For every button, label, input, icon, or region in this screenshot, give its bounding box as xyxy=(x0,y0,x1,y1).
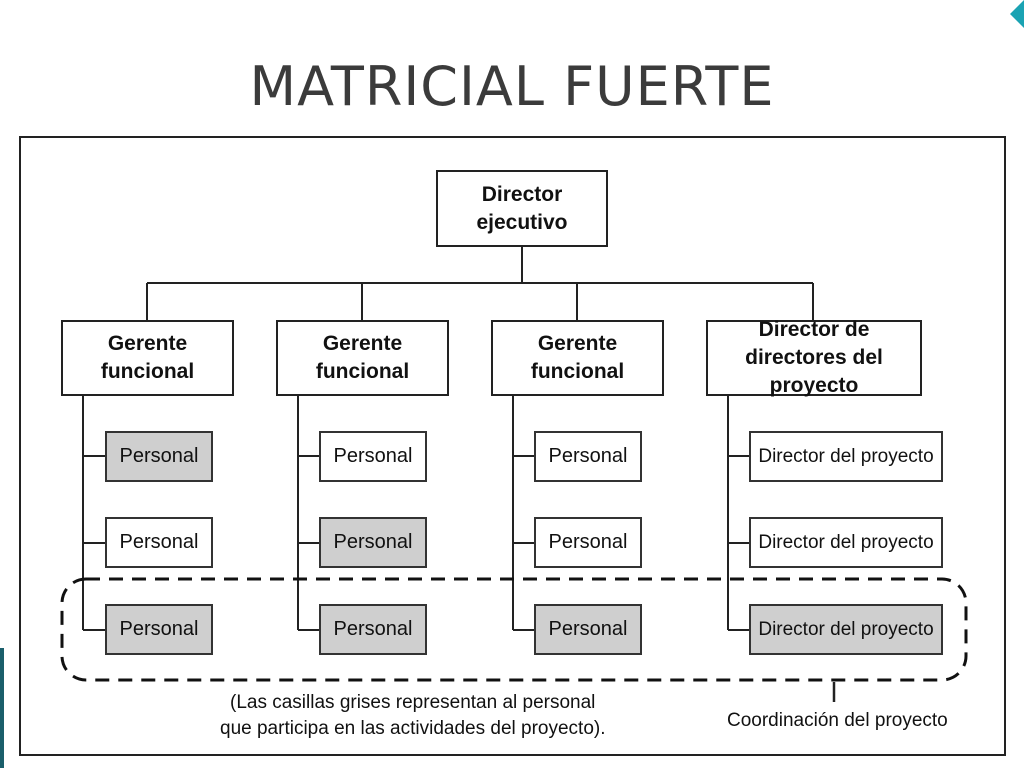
legend-note: (Las casillas grises representan al pers… xyxy=(220,690,660,742)
coordination-label: Coordinación del proyecto xyxy=(727,710,948,731)
project-manager-box: Director del proyecto xyxy=(749,604,943,655)
ceo-box: Director ejecutivo xyxy=(436,170,608,247)
head-line1: Director de xyxy=(758,318,870,341)
staff-box: Personal xyxy=(534,431,642,482)
staff-box: Personal xyxy=(105,431,213,482)
staff-box: Personal xyxy=(105,604,213,655)
accent-triangle xyxy=(1010,0,1024,28)
head-line2: funcional xyxy=(315,360,410,383)
staff-box: Personal xyxy=(319,604,427,655)
head-line1: Gerente xyxy=(322,332,403,355)
legend-line1: (Las casillas grises representan al pers… xyxy=(230,692,596,713)
slide-title: MATRICIAL FUERTE xyxy=(249,55,775,118)
ceo-line1: Director xyxy=(481,182,563,206)
functional-manager-box-1: Gerente funcional xyxy=(61,320,234,396)
head-line1: Gerente xyxy=(537,332,618,355)
staff-box: Personal xyxy=(319,517,427,568)
diagram-frame xyxy=(19,136,1006,756)
staff-box: Personal xyxy=(319,431,427,482)
staff-box: Personal xyxy=(534,517,642,568)
coordination-dashed-region xyxy=(60,577,968,682)
accent-bar xyxy=(0,648,4,768)
head-line2: funcional xyxy=(530,360,625,383)
head-line2: directores del proyecto xyxy=(745,346,883,397)
project-manager-box: Director del proyecto xyxy=(749,431,943,482)
head-line2: funcional xyxy=(100,360,195,383)
staff-box: Personal xyxy=(534,604,642,655)
legend-line2: que participa en las actividades del pro… xyxy=(220,718,606,739)
project-manager-box: Director del proyecto xyxy=(749,517,943,568)
functional-manager-box-3: Gerente funcional xyxy=(491,320,664,396)
project-managers-director-box: Director de directores del proyecto xyxy=(706,318,922,397)
head-line1: Gerente xyxy=(107,332,188,355)
functional-manager-box-2: Gerente funcional xyxy=(276,320,449,396)
staff-box: Personal xyxy=(105,517,213,568)
ceo-line2: ejecutivo xyxy=(476,210,568,234)
